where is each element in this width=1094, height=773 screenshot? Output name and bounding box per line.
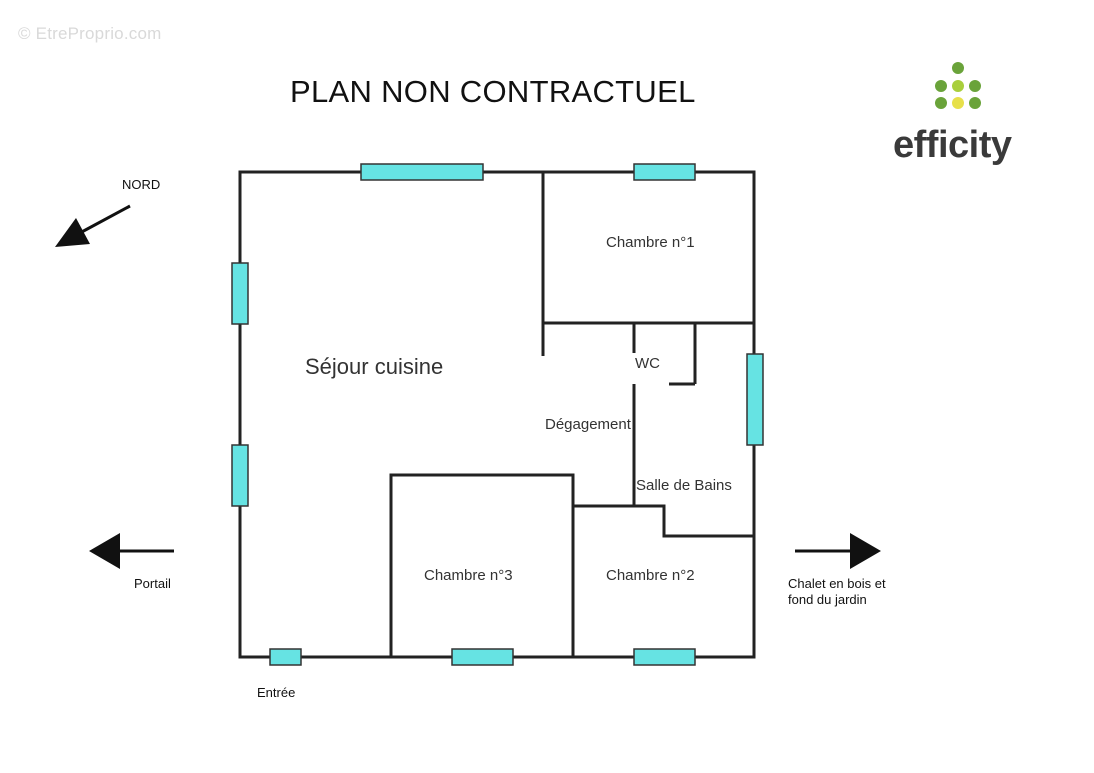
right-arrow-icon [795, 533, 881, 569]
north-label: NORD [122, 177, 161, 192]
window [451, 648, 514, 666]
watermark: © EtreProprio.com [18, 24, 162, 43]
window [360, 163, 484, 181]
chalet-label-line2: fond du jardin [788, 592, 867, 607]
logo-dot [952, 80, 964, 92]
north-arrow-icon [55, 204, 131, 247]
windows [231, 163, 764, 666]
room-degagement: Dégagement [545, 416, 631, 433]
entrance-label: Entrée [257, 685, 296, 700]
room-chambre-3: Chambre n°3 [424, 567, 513, 584]
window [231, 444, 249, 507]
room-salle-de-bains: Salle de Bains [636, 477, 732, 494]
left-arrow-icon [89, 533, 174, 569]
room-chambre-1: Chambre n°1 [606, 234, 695, 251]
logo-dot [969, 97, 981, 109]
logo-dot [952, 97, 964, 109]
window [746, 353, 764, 446]
window [633, 163, 696, 181]
portail-label: Portail [134, 576, 171, 591]
window [231, 262, 249, 325]
window [269, 648, 302, 666]
room-chambre-2: Chambre n°2 [606, 567, 695, 584]
logo-dot [935, 80, 947, 92]
wall [389, 473, 575, 657]
room-sejour-cuisine: Séjour cuisine [305, 354, 444, 379]
logo-dot [969, 80, 981, 92]
room-wc: WC [635, 355, 660, 372]
chalet-label-line1: Chalet en bois et [788, 576, 886, 591]
window [633, 648, 696, 666]
wall [573, 504, 754, 538]
logo-dot [935, 97, 947, 109]
efficity-logo-icon [935, 62, 981, 109]
logo-dot [952, 62, 964, 74]
brand-name: efficity [893, 124, 1012, 166]
plan-title: PLAN NON CONTRACTUEL [290, 74, 696, 109]
